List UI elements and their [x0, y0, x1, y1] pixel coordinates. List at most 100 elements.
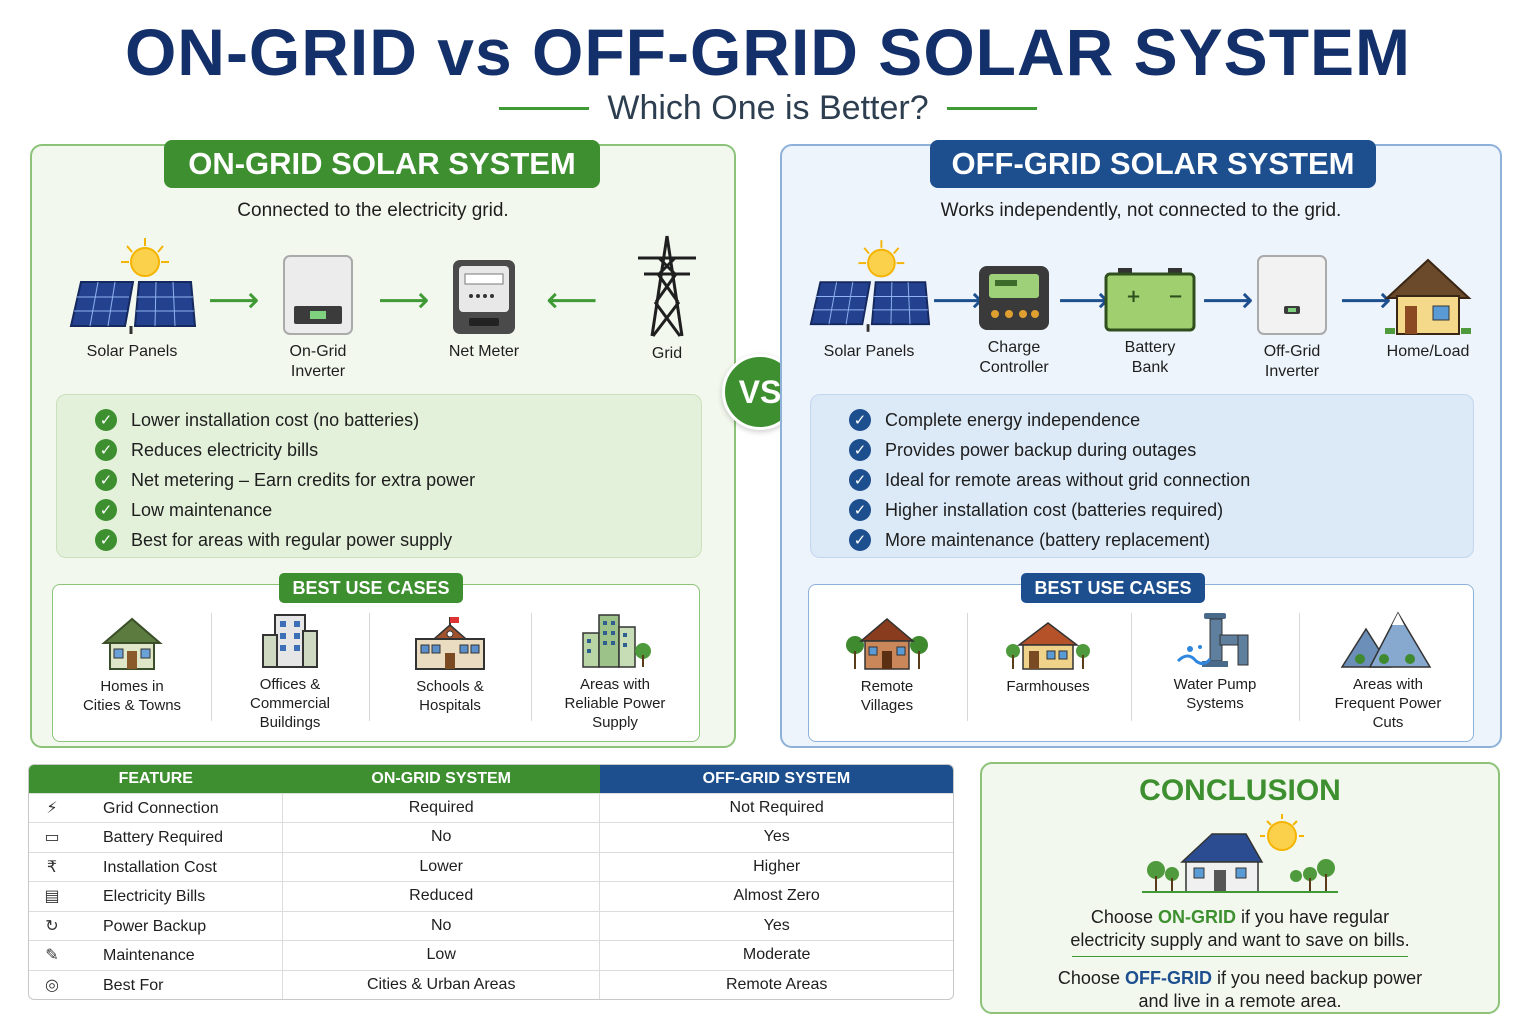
feature-label: Grid Connection [103, 799, 219, 817]
off-grid-header: OFF-GRID SOLAR SYSTEM [930, 140, 1376, 188]
benefit-item: ✓Low maintenance [95, 495, 701, 525]
solar-house-icon [1142, 814, 1338, 893]
water-pump-icon [1176, 613, 1249, 667]
off-grid-cell: Almost Zero [599, 881, 953, 911]
on-grid-header: ON-GRID SOLAR SYSTEM [164, 140, 600, 188]
svg-text:+: + [1126, 286, 1141, 307]
on-grid-cell: No [282, 910, 600, 941]
flow-label: On-Grid [289, 343, 347, 360]
benefit-item: ✓More maintenance (battery replacement) [849, 525, 1473, 555]
on-grid-cell: Lower [282, 851, 600, 882]
check-icon: ✓ [95, 499, 117, 521]
table-header-row: FEATURE ON-GRID SYSTEM OFF-GRID SYSTEM [29, 765, 953, 793]
flow-arrow-1: ⟶ [932, 279, 984, 320]
off-grid-cell: Not Required [599, 792, 953, 823]
feature-cell: ↻Power Backup [29, 910, 283, 941]
flow-label: Home/Load [1386, 343, 1470, 360]
conclusion-divider [1072, 956, 1408, 957]
off-grid-benefits: ✓Complete energy independence ✓Provides … [810, 394, 1474, 558]
flow-label: Controller [979, 359, 1049, 376]
house-icon [101, 617, 163, 670]
school-icon [415, 617, 485, 670]
use-case-remote-villages: Remote Villages [817, 615, 957, 715]
net-meter-icon [453, 260, 515, 334]
conclusion-off-grid-text-2: and live in a remote area. [1138, 991, 1342, 1011]
charge-controller-icon [979, 266, 1049, 330]
on-grid-use-cases: BEST USE CASES Homes in Cities & Towns O… [52, 573, 700, 742]
flow-on-grid-inverter: On-Grid Inverter [262, 254, 374, 382]
mountains-icon [1340, 611, 1432, 668]
feature-label: Power Backup [103, 917, 207, 935]
use-case-divider [967, 613, 968, 721]
conclusion-on-grid-text: Choose ON-GRID if you have regular [1090, 907, 1390, 927]
bill-icon: ▤ [44, 888, 60, 906]
feature-label: Electricity Bills [103, 888, 206, 906]
benefit-item: ✓Net metering – Earn credits for extra p… [95, 465, 701, 495]
solar-panel-icon [809, 240, 931, 332]
benefit-item: ✓Best for areas with regular power suppl… [95, 525, 701, 555]
flow-solar-panels: Solar Panels [802, 236, 936, 362]
flow-label: Grid [651, 345, 683, 362]
feature-cell: ₹ Installation Cost [29, 851, 283, 882]
conclusion-off-grid-text: Choose OFF-GRID if you need backup power [1057, 968, 1423, 988]
on-grid-benefits: ✓Lower installation cost (no batteries) … [56, 394, 702, 558]
flow-charge-controller: Charge Controller [966, 264, 1062, 378]
benefit-item: ✓Complete energy independence [849, 405, 1473, 435]
flow-label: Battery [1124, 339, 1176, 356]
column-header-on-grid: ON-GRID SYSTEM [282, 765, 600, 793]
off-grid-panel: OFF-GRID SOLAR SYSTEM Works independentl… [780, 140, 1502, 748]
farmhouse-icon [1006, 622, 1090, 670]
use-cases-header: BEST USE CASES [1021, 573, 1205, 603]
feature-cell: ✎Maintenance [29, 940, 283, 970]
check-icon: ✓ [95, 439, 117, 461]
check-icon: ✓ [95, 469, 117, 491]
svg-text:−: − [1168, 286, 1183, 307]
flow-arrow-2: ⟶ [378, 279, 430, 320]
use-cases-header: BEST USE CASES [279, 573, 463, 603]
subtitle-line-right [946, 106, 1037, 110]
conclusion-on-grid-text-2: electricity supply and want to save on b… [1070, 930, 1410, 950]
city-icon [582, 614, 651, 668]
inverter-icon [1257, 255, 1327, 335]
flow-arrow-4: ⟶ [1340, 279, 1392, 320]
use-case-homes: Homes in Cities & Towns [67, 615, 197, 715]
off-grid-cell: Higher [599, 851, 953, 882]
flow-label: Inverter [290, 363, 346, 380]
check-icon: ✓ [849, 439, 871, 461]
off-grid-cell: Yes [599, 910, 953, 941]
flow-arrow-3: ⟶ [1202, 279, 1254, 320]
flow-net-meter: Net Meter [434, 258, 534, 362]
tower-icon: ⚡ [46, 799, 58, 817]
check-icon: ✓ [849, 409, 871, 431]
rupee-icon: ₹ [46, 858, 58, 876]
feature-cell: ▤ Electricity Bills [29, 881, 283, 911]
use-case-schools: Schools & Hospitals [381, 615, 519, 715]
comparison-table: FEATURE ON-GRID SYSTEM OFF-GRID SYSTEM ⚡… [28, 764, 954, 1000]
check-icon: ✓ [849, 499, 871, 521]
village-icon [846, 618, 928, 670]
home-icon [1384, 258, 1472, 335]
use-case-divider [369, 613, 370, 721]
office-building-icon [262, 614, 318, 668]
feature-label: Installation Cost [103, 858, 217, 876]
flow-label: Charge [987, 339, 1041, 356]
benefit-item: ✓Ideal for remote areas without grid con… [849, 465, 1473, 495]
check-icon: ✓ [95, 409, 117, 431]
check-icon: ✓ [849, 529, 871, 551]
on-grid-cell: Required [282, 792, 600, 823]
flow-off-grid-inverter: Off-Grid Inverter [1244, 254, 1340, 382]
flow-label: Off-Grid [1263, 343, 1321, 360]
use-case-farmhouses: Farmhouses [979, 615, 1117, 696]
flow-home-load: Home/Load [1378, 256, 1478, 362]
on-grid-tagline: Connected to the electricity grid. [237, 200, 509, 221]
subtitle: Which One is Better? [607, 88, 929, 127]
off-grid-tagline: Works independently, not connected to th… [940, 200, 1342, 221]
conclusion-title: CONCLUSION [1139, 774, 1341, 807]
benefit-item: ✓Lower installation cost (no batteries) [95, 405, 701, 435]
